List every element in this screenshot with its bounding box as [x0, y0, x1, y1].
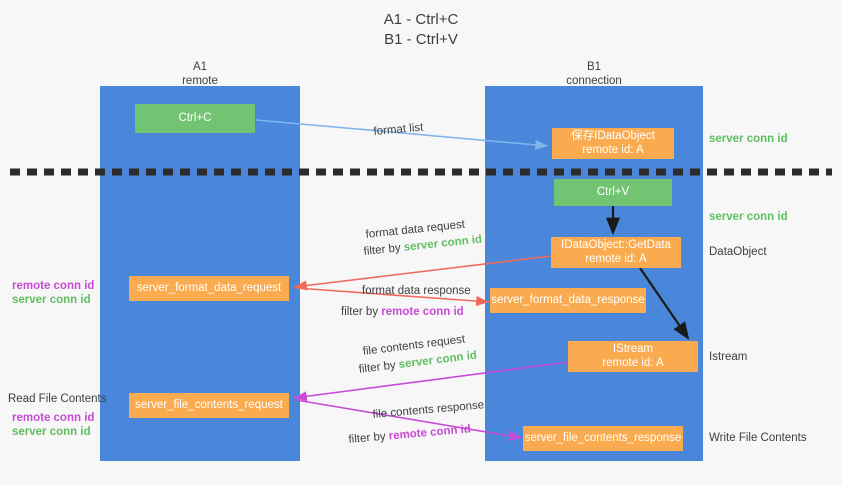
edge-label-format-data-response: format data response — [362, 284, 471, 299]
box-server-format-data-request[interactable]: server_format_data_request — [129, 276, 289, 301]
edge-label-format-data-response-filter: filter by remote conn id — [341, 305, 464, 320]
box-getdata-line2: remote id: A — [585, 252, 647, 265]
box-istream-line2: remote id: A — [602, 356, 664, 369]
edge-label-file-contents-response: file contents response — [372, 398, 485, 423]
lane-header-b1: B1 connection — [485, 60, 703, 88]
title-line-2: B1 - Ctrl+V — [384, 31, 458, 48]
title-line-1: A1 - Ctrl+C — [383, 11, 459, 28]
box-save-idataobject-line2: remote id: A — [582, 143, 644, 156]
lane-header-b1-name: B1 — [586, 61, 602, 73]
box-save-idataobject[interactable]: 保存IDataObject remote id: A — [552, 128, 674, 159]
box-istream[interactable]: IStream remote id: A — [568, 341, 698, 372]
box-server-file-contents-request[interactable]: server_file_contents_request — [129, 393, 289, 418]
box-istream-line1: IStream — [612, 343, 654, 355]
filter-prefix: filter by — [363, 241, 405, 258]
box-idataobject-getdata[interactable]: IDataObject::GetData remote id: A — [551, 237, 681, 268]
edge-label-format-list: format list — [373, 121, 424, 140]
box-server-file-contents-response-label: server_file_contents_response — [524, 431, 682, 444]
edge-label-format-list-text: format list — [373, 121, 424, 138]
filter-value-remote-conn-id: remote conn id — [388, 423, 472, 443]
box-server-format-data-response-label: server_format_data_response — [491, 293, 645, 306]
right-label-server-conn-id-top: server conn id — [709, 133, 788, 145]
filter-prefix: filter by — [341, 306, 382, 318]
box-getdata-line1: IDataObject::GetData — [561, 239, 671, 251]
edge-label-format-data-response-text: format data response — [362, 285, 471, 297]
lane-header-a1: A1 remote — [100, 60, 300, 88]
right-label-istream: Istream — [709, 351, 748, 363]
box-server-format-data-request-label: server_format_data_request — [136, 281, 282, 294]
box-server-file-contents-request-label: server_file_contents_request — [135, 398, 283, 411]
filter-value-remote-conn-id: remote conn id — [381, 306, 464, 318]
box-ctrl-v[interactable]: Ctrl+V — [554, 179, 672, 206]
edge-label-file-contents-response-text: file contents response — [372, 399, 485, 421]
diagram-title: A1 - Ctrl+C B1 - Ctrl+V — [0, 10, 842, 50]
box-server-format-data-response[interactable]: server_format_data_response — [490, 288, 646, 313]
right-label-server-conn-id-mid: server conn id — [709, 211, 788, 223]
left-label-server-conn-id-lower: server conn id — [12, 426, 91, 438]
box-server-file-contents-response[interactable]: server_file_contents_response — [523, 426, 683, 451]
lane-header-b1-sub: connection — [566, 75, 622, 87]
right-label-write-file-contents: Write File Contents — [709, 432, 807, 444]
lane-header-a1-sub: remote — [182, 75, 218, 87]
filter-prefix: filter by — [348, 430, 390, 446]
edge-label-file-contents-response-filter: filter by remote conn id — [348, 422, 472, 448]
box-save-idataobject-line1: 保存IDataObject — [571, 130, 655, 142]
left-label-remote-conn-id-lower: remote conn id — [12, 412, 95, 424]
left-label-server-conn-id-upper: server conn id — [12, 294, 91, 306]
box-ctrl-c[interactable]: Ctrl+C — [135, 104, 255, 133]
filter-prefix: filter by — [358, 359, 400, 376]
box-ctrl-c-label: Ctrl+C — [178, 111, 212, 124]
box-ctrl-v-label: Ctrl+V — [596, 185, 630, 198]
left-label-remote-conn-id-upper: remote conn id — [12, 280, 95, 292]
right-label-dataobject: DataObject — [709, 246, 767, 258]
lane-header-a1-name: A1 — [192, 61, 208, 73]
left-label-read-file-contents: Read File Contents — [8, 393, 107, 405]
